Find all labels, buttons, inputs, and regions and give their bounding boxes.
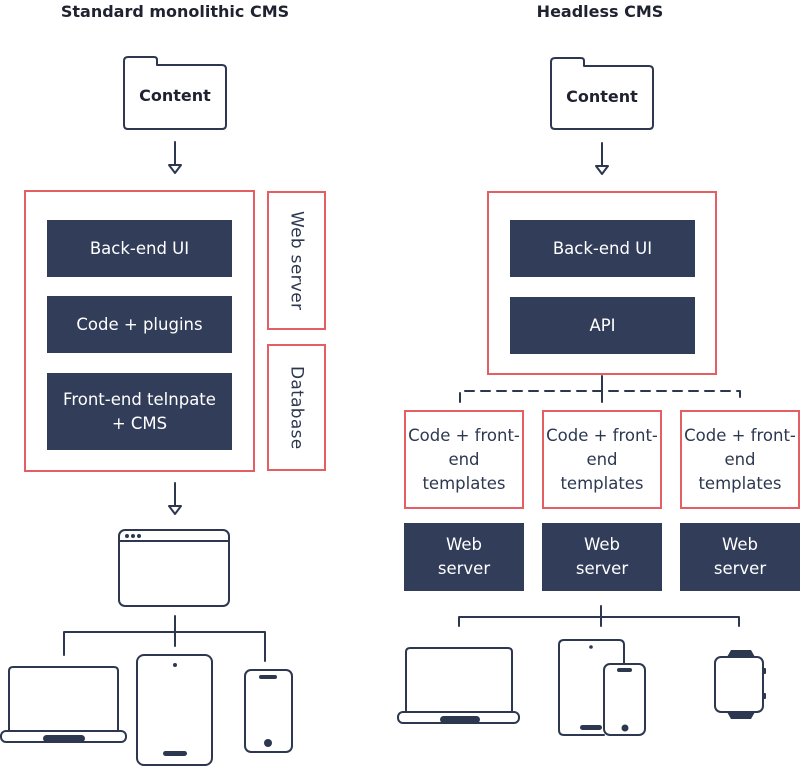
front-end-template-block: Front-end telnpate + CMS <box>47 373 232 450</box>
tablet-icon-left <box>136 654 213 766</box>
web-server-block-2: Web server <box>542 523 662 591</box>
left-content-folder: Content <box>124 86 226 105</box>
browser-window-icon <box>118 529 230 607</box>
smartwatch-icon <box>714 656 764 713</box>
tablet-and-phone-icon <box>558 639 646 736</box>
right-title: Headless CMS <box>536 2 664 21</box>
back-end-ui-block: Back-end UI <box>47 220 232 277</box>
api-block: API <box>510 297 695 354</box>
web-server-box: Web server <box>267 191 326 330</box>
code-templates-box-3: Code + front-end templates <box>680 410 800 509</box>
content-label: Content <box>139 86 211 105</box>
code-plugins-block: Code + plugins <box>47 296 232 353</box>
code-templates-box-2: Code + front-end templates <box>542 410 662 509</box>
web-server-block-1: Web server <box>404 523 524 591</box>
laptop-icon-left <box>0 666 127 743</box>
database-box: Database <box>267 344 326 471</box>
code-templates-box-1: Code + front-end templates <box>404 410 524 509</box>
back-end-ui-block: Back-end UI <box>510 220 695 277</box>
laptop-icon-right <box>397 647 520 724</box>
phone-icon-left <box>244 669 293 753</box>
right-content-folder: Content <box>551 87 653 106</box>
content-folder-icon-right <box>550 57 654 130</box>
web-server-block-3: Web server <box>680 523 800 591</box>
content-folder-icon-left <box>123 56 227 130</box>
left-title: Standard monolithic CMS <box>60 2 290 21</box>
content-label: Content <box>566 87 638 106</box>
